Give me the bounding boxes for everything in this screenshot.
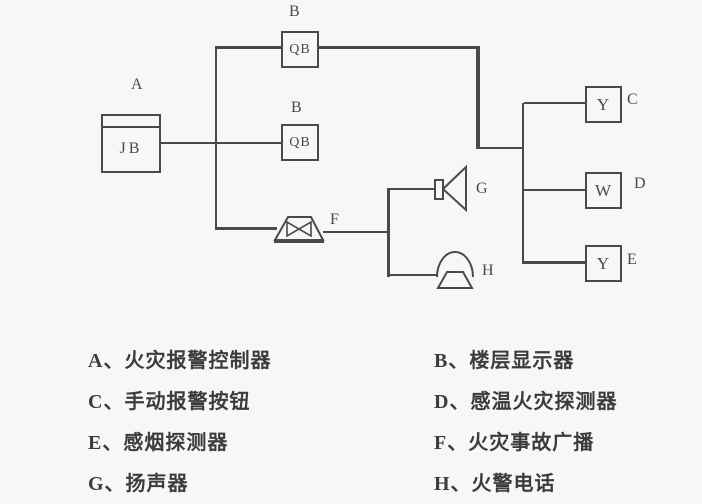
legend-item-e: E、感烟探测器 [88, 432, 229, 454]
controller-symbol-text: JB [119, 139, 143, 157]
legend-item-f: F、火灾事故广播 [434, 432, 595, 454]
floor-display-top-box: QB [281, 31, 319, 68]
manual-button-text: Y [596, 94, 611, 114]
smoke-detector-tag: E [627, 251, 637, 268]
phone-tag: H [482, 262, 494, 279]
wire-left-riser [215, 46, 217, 230]
wire-broadcast-feed [215, 227, 277, 230]
wire-phone-branch [390, 274, 438, 276]
floor-display-mid-text: QB [289, 134, 311, 150]
phone-symbol [436, 251, 474, 289]
legend-item-d: D、感温火灾探测器 [434, 391, 618, 413]
wire-controller-branch [160, 142, 281, 144]
wire-audio-riser [387, 188, 390, 277]
wire-right-riser [476, 46, 480, 149]
speaker-symbol [434, 164, 467, 213]
controller-tag: A [131, 76, 143, 93]
controller-box-divider [103, 126, 159, 128]
manual-button-tag: C [627, 91, 638, 108]
broadcast-symbol [273, 216, 325, 243]
legend-item-g: G、扬声器 [88, 473, 189, 495]
controller-box: JB [101, 114, 161, 173]
wire-heat-detector-branch [524, 189, 585, 191]
wire-smoke-detector-branch [524, 261, 585, 264]
wire-broadcast-out [323, 231, 388, 233]
speaker-tag: G [476, 180, 488, 197]
wire-top-trunk-right [318, 46, 478, 49]
smoke-detector-box: Y [585, 245, 622, 282]
wire-right-link [478, 147, 524, 149]
legend-item-b: B、楼层显示器 [434, 350, 575, 372]
wire-top-trunk-left [216, 46, 281, 49]
wire-speaker-branch [390, 188, 434, 190]
floor-display-top-tag: B [289, 3, 300, 20]
floor-display-top-text: QB [289, 41, 311, 57]
wire-manual-button-branch [524, 102, 585, 104]
heat-detector-text: W [594, 180, 613, 200]
heat-detector-box: W [585, 172, 622, 209]
legend-item-c: C、手动报警按钮 [88, 391, 251, 413]
smoke-detector-text: Y [596, 253, 611, 273]
floor-display-mid-box: QB [281, 124, 319, 161]
heat-detector-tag: D [634, 175, 646, 192]
legend-item-h: H、火警电话 [434, 473, 556, 495]
wire-detector-riser [522, 103, 524, 264]
manual-button-box: Y [585, 86, 622, 123]
legend-item-a: A、火灾报警控制器 [88, 350, 272, 372]
floor-display-mid-tag: B [291, 99, 302, 116]
broadcast-tag: F [330, 211, 339, 228]
